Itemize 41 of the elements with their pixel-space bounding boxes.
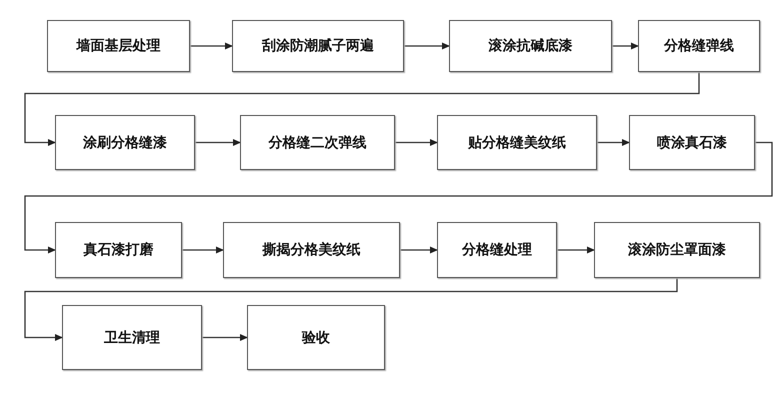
process-box bbox=[232, 20, 404, 72]
arrow bbox=[557, 246, 595, 254]
process-box bbox=[437, 222, 557, 278]
process-box bbox=[449, 20, 612, 72]
arrow bbox=[195, 139, 241, 146]
arrow bbox=[24, 278, 678, 341]
step-label: 涂刷分格缝漆 bbox=[83, 134, 167, 152]
process-box bbox=[629, 115, 755, 170]
process-box bbox=[437, 115, 597, 170]
step-label: 验收 bbox=[302, 328, 330, 346]
arrow bbox=[612, 42, 639, 50]
step-label: 贴分格缝美纹纸 bbox=[468, 134, 566, 152]
step-label: 分格缝二次弹线 bbox=[268, 134, 366, 152]
process-box bbox=[594, 222, 760, 278]
step-label: 滚涂防尘罩面漆 bbox=[628, 241, 726, 259]
step-label: 真石漆打磨 bbox=[84, 241, 154, 259]
arrow bbox=[404, 42, 450, 50]
arrow bbox=[395, 139, 438, 146]
arrow bbox=[400, 246, 438, 254]
process-box bbox=[223, 222, 400, 278]
step-label: 分格缝弹线 bbox=[664, 37, 734, 55]
arrow bbox=[202, 334, 248, 341]
step-label: 撕揭分格美纹纸 bbox=[262, 241, 360, 259]
process-box bbox=[55, 222, 182, 278]
arrow bbox=[24, 72, 700, 146]
arrow bbox=[190, 42, 233, 50]
arrow bbox=[24, 142, 773, 254]
step-label: 卫生清理 bbox=[104, 328, 160, 346]
step-label: 刮涂防潮腻子两遍 bbox=[262, 37, 374, 55]
process-box bbox=[638, 20, 760, 72]
arrow bbox=[597, 139, 630, 146]
process-box bbox=[247, 305, 385, 370]
process-box bbox=[55, 115, 195, 170]
step-label: 墙面基层处理 bbox=[76, 37, 160, 55]
step-label: 滚涂抗碱底漆 bbox=[488, 37, 572, 55]
process-box bbox=[62, 305, 202, 370]
process-box bbox=[47, 20, 190, 72]
step-label: 分格缝处理 bbox=[462, 241, 532, 259]
process-box bbox=[240, 115, 395, 170]
step-label: 喷涂真石漆 bbox=[657, 134, 727, 152]
arrow bbox=[182, 246, 224, 254]
